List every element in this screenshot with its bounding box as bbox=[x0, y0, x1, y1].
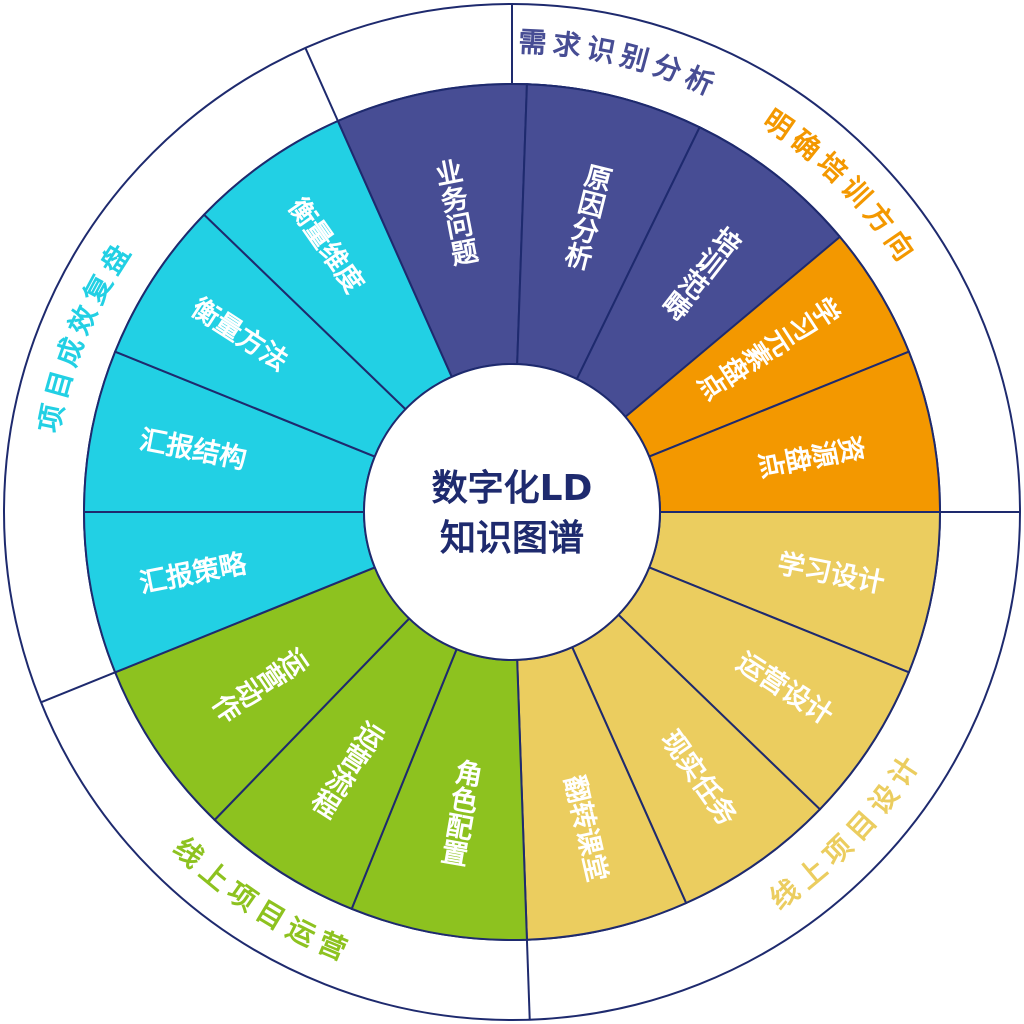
center-title-line-1: 数字化LD bbox=[432, 468, 593, 509]
category-label-char: 识 bbox=[584, 32, 618, 70]
category-label-char: 需 bbox=[518, 25, 547, 59]
category-label-char: 求 bbox=[551, 27, 583, 63]
center-title-line-2: 知识图谱 bbox=[440, 518, 584, 559]
category-label-char: 项 bbox=[32, 401, 70, 435]
category-divider bbox=[525, 939, 531, 1020]
center-circle bbox=[363, 363, 661, 661]
segment-ring: 定义目标发展方法学习元素盘点资源盘点学习设计运营设计现实任务翻转课堂角色配置运营… bbox=[82, 82, 942, 941]
center-hub: 数字化LD 知识图谱 bbox=[363, 363, 661, 661]
category-divider bbox=[304, 47, 339, 122]
category-divider bbox=[40, 671, 116, 704]
